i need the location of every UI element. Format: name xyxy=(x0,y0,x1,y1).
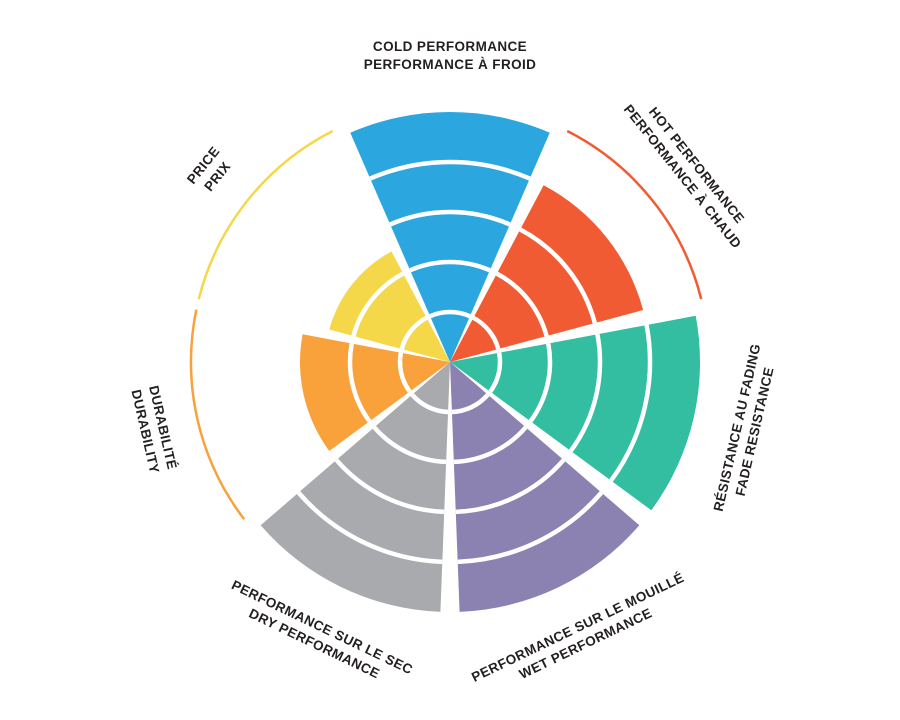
ring-divider-durability-2 xyxy=(347,343,372,423)
ring-divider-price-2 xyxy=(351,271,405,337)
segment-fade-resistance xyxy=(450,315,701,511)
ring-divider-durability-1 xyxy=(397,352,412,393)
ring-divider-dry-performance-2 xyxy=(372,425,447,465)
ring-divider-fade-resistance-3 xyxy=(568,333,603,453)
ring-divider-cold-performance-2 xyxy=(409,259,491,273)
ring-divider-wet-performance-3 xyxy=(455,458,566,515)
ring-divider-dry-performance-3 xyxy=(334,458,445,515)
segment-wet-performance xyxy=(450,362,640,612)
ring-divider-hot-performance-3 xyxy=(519,227,598,324)
ring-divider-fade-resistance-2 xyxy=(528,343,553,423)
segment-durability xyxy=(300,334,450,451)
label-line-cold-performance-2: PERFORMANCE À FROID xyxy=(364,57,537,72)
segment-cold-performance xyxy=(350,112,550,362)
max-scale-arc-hot-performance xyxy=(566,129,703,300)
ring-divider-cold-performance-1 xyxy=(429,309,471,319)
ring-divider-dry-performance-4 xyxy=(296,491,443,565)
ring-divider-wet-performance-2 xyxy=(453,425,528,465)
ring-divider-wet-performance-4 xyxy=(457,491,604,565)
ring-divider-cold-performance-3 xyxy=(389,209,511,227)
ring-divider-fade-resistance-1 xyxy=(488,352,503,393)
max-scale-arc-durability xyxy=(189,309,246,520)
label-line-hot-performance-2: PERFORMANCE À CHAUD xyxy=(621,102,745,252)
ring-divider-cold-performance-4 xyxy=(369,159,531,181)
ring-divider-hot-performance-2 xyxy=(495,271,549,337)
ring-divider-price-1 xyxy=(399,315,428,350)
label-line-cold-performance-1: COLD PERFORMANCE xyxy=(373,39,527,54)
ring-divider-hot-performance-1 xyxy=(472,315,501,350)
segment-price xyxy=(329,251,450,362)
ring-divider-fade-resistance-4 xyxy=(609,324,653,482)
ring-divider-dry-performance-1 xyxy=(410,393,449,415)
segment-dry-performance xyxy=(260,362,450,612)
label-cold-performance: COLD PERFORMANCE PERFORMANCE À FROID xyxy=(364,39,537,72)
label-line-hot-performance-1: HOT PERFORMANCE xyxy=(646,104,748,226)
max-scale-arc-price xyxy=(197,129,334,300)
ring-divider-wet-performance-1 xyxy=(451,393,490,415)
